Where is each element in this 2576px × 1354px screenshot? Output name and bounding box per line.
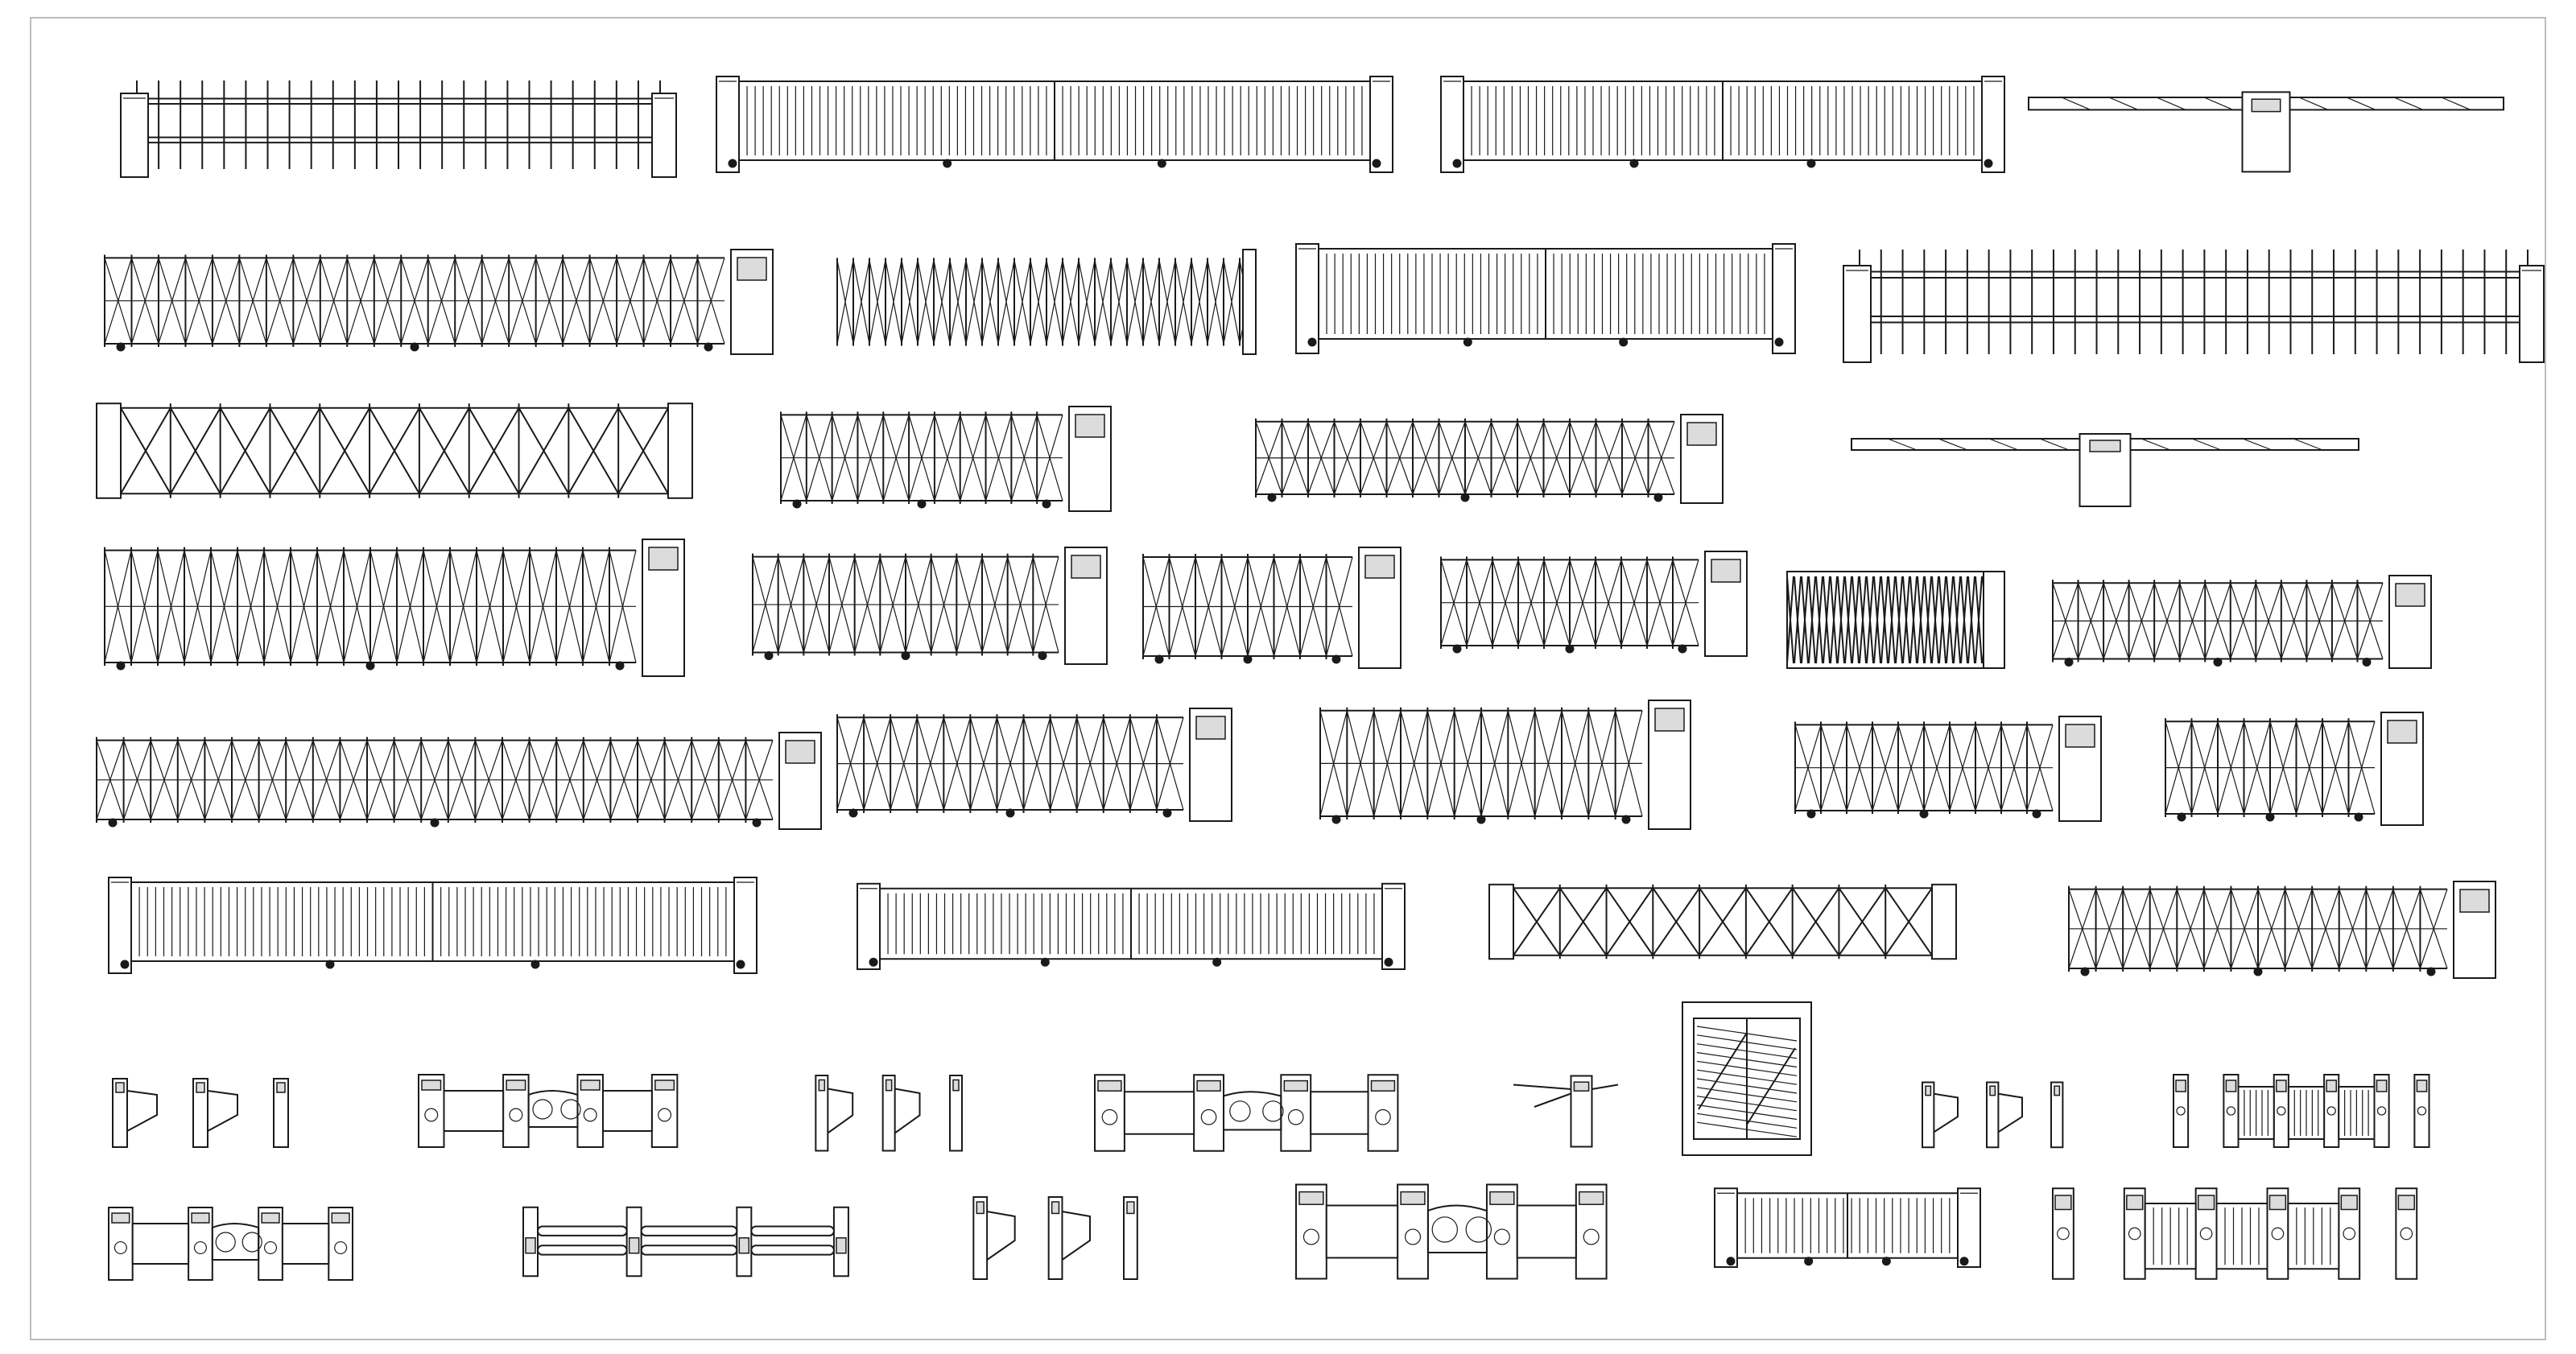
double-fence-barrier — [1843, 250, 2545, 363]
speed-gate-1 — [2173, 1074, 2430, 1148]
retractable-gate-16 — [2165, 712, 2424, 826]
retractable-gate-13 — [836, 708, 1232, 822]
curved-sliding-gate — [857, 882, 1406, 970]
retractable-gate-7 — [752, 547, 1108, 665]
sliding-gate-wheeled-2 — [108, 877, 758, 974]
retractable-gate-18 — [2068, 881, 2496, 979]
retractable-gate-10 — [1786, 571, 2005, 669]
sliding-gate-wheeled-1 — [1295, 243, 1796, 354]
retractable-gate-1 — [104, 249, 774, 355]
flap-turnstile-4 — [972, 1196, 1138, 1280]
flap-turnstile-1 — [112, 1078, 289, 1148]
retractable-gate-14 — [1319, 700, 1691, 830]
pedestrian-swing-gate — [1714, 1187, 1981, 1268]
swing-turnstile-1 — [418, 1074, 679, 1148]
swing-turnstile-3 — [108, 1207, 353, 1281]
retractable-gate-8 — [1142, 547, 1402, 669]
tripod-turnstile — [1513, 1075, 1619, 1148]
retractable-gate-3 — [96, 402, 693, 499]
retractable-gate-17 — [1488, 883, 1957, 960]
boom-barrier-2 — [1851, 433, 2359, 507]
swing-barrier-rail — [522, 1206, 849, 1278]
retractable-gate-9 — [1440, 551, 1748, 657]
cantilever-sliding-gate-1 — [1440, 76, 2005, 173]
sliding-bar-gate-with-cameras — [716, 76, 1393, 173]
retractable-gate-4 — [780, 406, 1112, 512]
drawings-layer — [96, 76, 2545, 1281]
flap-turnstile-3 — [1922, 1081, 2064, 1149]
full-height-gate — [1682, 1001, 1812, 1156]
retractable-gate-5 — [1255, 414, 1724, 504]
sheet-frame — [30, 17, 2546, 1340]
barrier-fence-gate-1 — [120, 80, 677, 178]
retractable-gate-2 — [836, 249, 1257, 355]
flap-turnstile-2 — [815, 1075, 963, 1152]
retractable-gate-11 — [2052, 575, 2432, 669]
boom-barrier-1 — [2028, 91, 2504, 173]
retractable-gate-12 — [96, 732, 822, 830]
retractable-gate-15 — [1794, 716, 2102, 822]
swing-turnstile-4 — [1295, 1183, 1608, 1280]
retractable-gate-6 — [104, 539, 685, 677]
swing-turnstile-2 — [1094, 1074, 1399, 1152]
speed-gate-2 — [2052, 1187, 2418, 1280]
